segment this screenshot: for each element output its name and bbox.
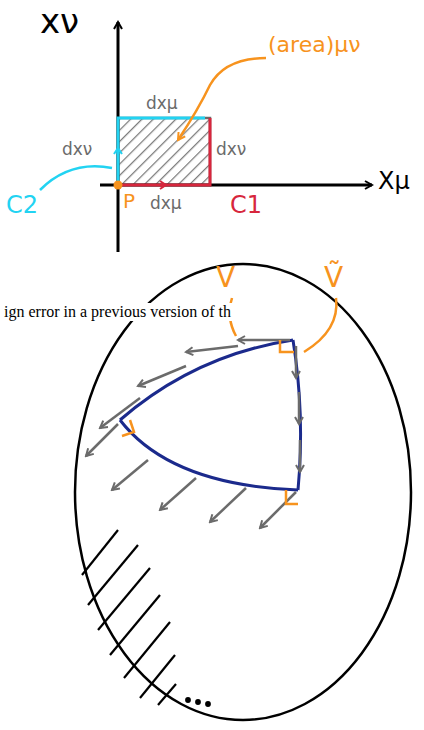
point-dot xyxy=(114,181,123,190)
sphere-outline xyxy=(75,264,411,720)
right-angle-marks xyxy=(122,340,298,504)
path-c1 xyxy=(118,118,210,185)
axis-label: Xμ xyxy=(378,168,410,196)
path-label: C2 xyxy=(6,192,38,220)
edge-label: dxν xyxy=(62,140,92,160)
hatch-region xyxy=(82,530,210,706)
red-path xyxy=(118,184,164,187)
axes xyxy=(100,22,372,252)
edge-label: dxμ xyxy=(146,94,178,114)
vector-label: V xyxy=(216,262,235,294)
area-element xyxy=(118,118,210,185)
cyan-path xyxy=(118,118,205,154)
cyan-path xyxy=(117,150,120,185)
horizontal-axis xyxy=(100,184,372,187)
edge-label: dxν xyxy=(216,140,246,160)
edge-label: dxμ xyxy=(150,194,182,214)
leader-line xyxy=(40,166,112,190)
axis-label: xν xyxy=(40,2,79,41)
geodesic-triangle xyxy=(120,340,301,490)
leader-arrow xyxy=(178,58,266,140)
vector-arrows xyxy=(86,340,300,528)
path-c2 xyxy=(40,118,205,190)
path-label: C1 xyxy=(230,192,262,220)
hatched-square xyxy=(118,118,210,185)
area-label: (area)μν xyxy=(268,32,361,57)
vector-label: Ṽ xyxy=(324,262,343,294)
stray-text: ign error in a previous version of th xyxy=(2,303,233,321)
point-label: P xyxy=(123,190,135,213)
leader-line xyxy=(304,298,336,352)
